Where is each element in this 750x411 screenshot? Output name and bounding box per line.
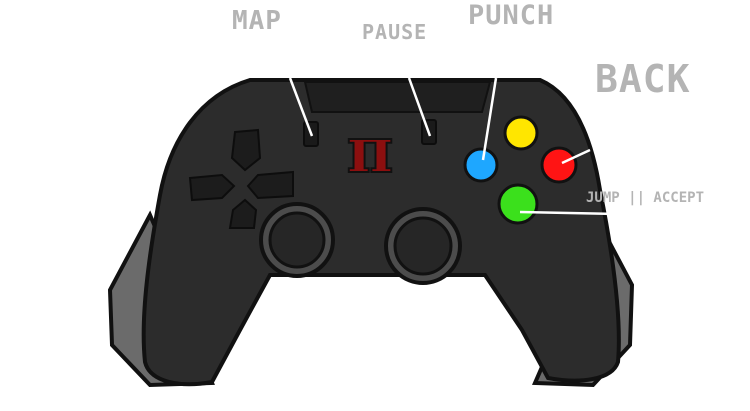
- dpad-down: [228, 198, 258, 229]
- pause-label: PAUSE: [362, 20, 428, 44]
- map-label: MAP: [232, 6, 282, 36]
- back-button-red[interactable]: [540, 146, 578, 184]
- punch-callout-line: [481, 77, 498, 161]
- controller-body: [141, 78, 621, 387]
- pi-logo: π: [347, 113, 394, 188]
- left-stick[interactable]: [259, 202, 335, 278]
- back-label: BACK: [595, 57, 691, 101]
- dpad-left: [188, 173, 236, 202]
- pause-callout-line: [407, 77, 432, 137]
- jump-accept-button-green[interactable]: [497, 183, 539, 225]
- jump-accept-label: JUMP || ACCEPT: [586, 190, 705, 206]
- dpad-up: [230, 128, 262, 172]
- right-stick[interactable]: [384, 207, 462, 285]
- jump-callout-line: [519, 210, 619, 216]
- punch-label: PUNCH: [468, 0, 555, 31]
- yellow-button[interactable]: [503, 115, 539, 151]
- map-callout-line: [288, 77, 314, 137]
- top-bumper: [303, 81, 492, 113]
- dpad: [188, 128, 294, 229]
- back-callout-line: [561, 148, 591, 165]
- punch-button-blue[interactable]: [463, 147, 499, 183]
- dpad-right: [246, 170, 294, 200]
